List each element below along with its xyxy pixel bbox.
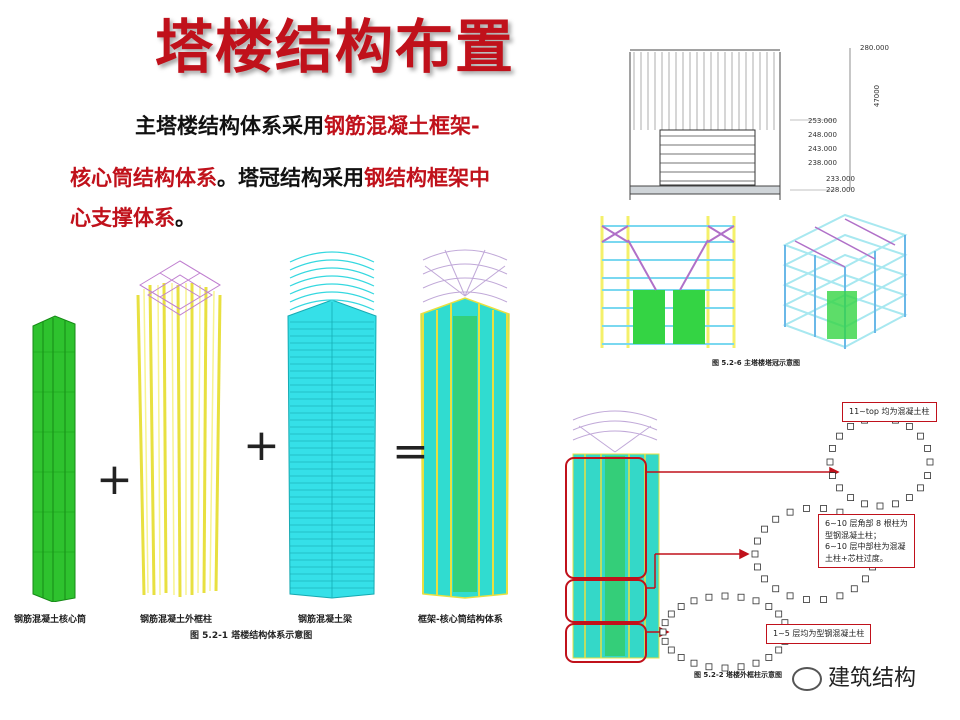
core-label: 钢筋混凝土核心筒 xyxy=(14,615,87,625)
watermark: 建筑结构 xyxy=(792,660,916,692)
watermark-text: 建筑结构 xyxy=(828,666,917,691)
frame-core-label: 框架-核心筒结构体系 xyxy=(418,615,503,625)
figure-caption: 图 5.2-1 塔楼结构体系示意图 xyxy=(190,631,313,641)
text-highlight: 核心筒结构体系 xyxy=(70,166,217,190)
text-highlight: 钢结构框架中 xyxy=(364,166,490,190)
text-highlight: 钢筋混凝土框架- xyxy=(324,114,480,138)
figure-caption: 图 5.2-6 主塔楼塔冠示意图 xyxy=(712,359,801,367)
beam-label: 钢筋混凝土梁 xyxy=(298,615,353,625)
crown-frame-3d xyxy=(782,213,908,349)
frame-core-model xyxy=(420,249,510,599)
wechat-icon xyxy=(792,667,822,691)
plus-sign: + xyxy=(243,420,280,471)
text-normal: 。 xyxy=(175,206,196,230)
level-label: 228.000 xyxy=(826,186,855,194)
figure-caption: 图 5.2-2 塔楼外框柱示意图 xyxy=(694,671,783,679)
level-label: 253.000 xyxy=(808,117,837,125)
note-top-columns: 11~top 均为混凝土柱 xyxy=(842,402,937,422)
level-label: 238.000 xyxy=(808,159,837,167)
tower-crown-elevation-drawing xyxy=(620,40,885,200)
beam-model xyxy=(287,251,377,599)
page-title: 塔楼结构布置 xyxy=(155,13,516,81)
dimension-label: 47000 xyxy=(873,84,882,108)
level-label: 248.000 xyxy=(808,131,837,139)
note-mid-columns: 6~10 层角部 8 根柱为 型钢混凝土柱； 6~10 层中部柱为混凝 土柱+芯… xyxy=(818,514,915,569)
crown-frame-elevation xyxy=(600,214,736,348)
level-label: 280.000 xyxy=(860,44,889,52)
note-bottom-columns: 1~5 层均为型钢混凝土柱 xyxy=(766,624,872,644)
plus-sign: + xyxy=(96,454,133,505)
note-line: 6~10 层中部柱为混凝 xyxy=(825,542,906,552)
paragraph-line-2: 核心筒结构体系。塔冠结构采用钢结构框架中 xyxy=(70,168,490,189)
note-line: 6~10 层角部 8 根柱为 xyxy=(825,519,908,528)
outer-columns-model xyxy=(136,260,222,598)
core-tube-model xyxy=(32,315,76,602)
paragraph-line-3: 心支撑体系。 xyxy=(70,208,196,229)
text-normal: 。塔冠结构采用 xyxy=(217,166,364,190)
level-label: 243.000 xyxy=(808,145,837,153)
equals-sign: = xyxy=(392,426,429,477)
level-label: 233.000 xyxy=(826,175,855,183)
text-normal: 主塔楼结构体系采用 xyxy=(135,114,324,138)
outer-columns-label: 钢筋混凝土外框柱 xyxy=(140,615,213,625)
paragraph-line-1: 主塔楼结构体系采用钢筋混凝土框架- xyxy=(135,116,480,137)
text-highlight: 心支撑体系 xyxy=(70,206,175,230)
note-line: 土柱+芯柱过度。 xyxy=(825,553,888,563)
note-line: 型钢混凝土柱； xyxy=(825,530,881,540)
